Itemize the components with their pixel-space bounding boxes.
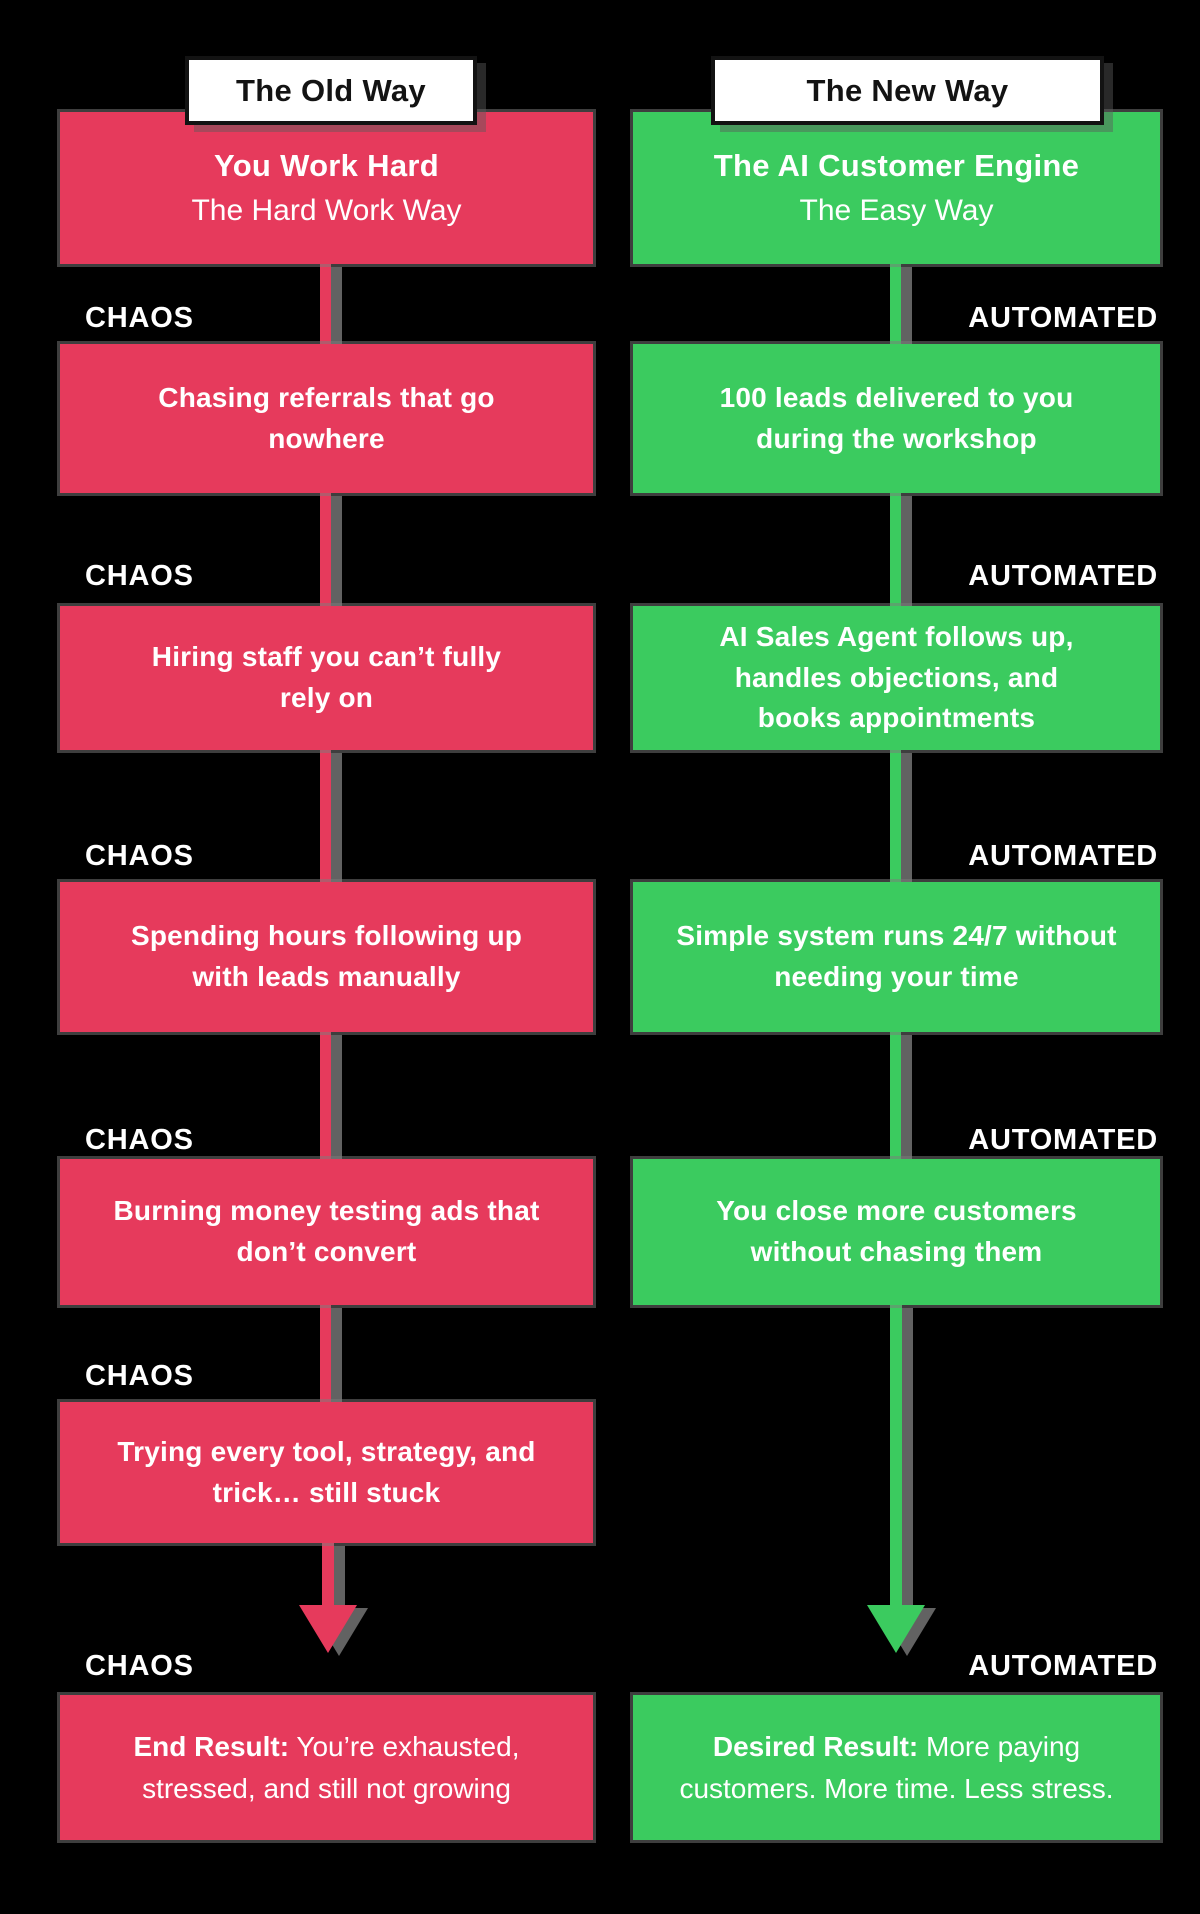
new-way-step-box: AI Sales Agent follows up, handles objec… bbox=[633, 606, 1160, 750]
step-text: Trying every tool, strategy, and trick… … bbox=[117, 1435, 536, 1508]
new-way-step-box: You close more customers without chasing… bbox=[633, 1159, 1160, 1305]
end-result-lead: End Result: bbox=[133, 1730, 290, 1762]
desired-result-line2: customers. More time. Less stress. bbox=[679, 1772, 1114, 1804]
arrow-shaft bbox=[322, 1543, 334, 1607]
chaos-label: CHAOS bbox=[85, 1650, 194, 1682]
new-way-step-box: Simple system runs 24/7 without needing … bbox=[633, 882, 1160, 1032]
old-way-intro-box: You Work Hard The Hard Work Way bbox=[60, 112, 593, 264]
chaos-label: CHAOS bbox=[85, 1360, 194, 1392]
chaos-label: CHAOS bbox=[85, 560, 194, 592]
new-way-intro-box: The AI Customer Engine The Easy Way bbox=[633, 112, 1160, 264]
connector-line bbox=[320, 1032, 331, 1159]
old-way-intro-subtitle: The Hard Work Way bbox=[191, 194, 462, 227]
end-result-line2: stressed, and still not growing bbox=[142, 1772, 511, 1804]
chaos-label: CHAOS bbox=[85, 840, 194, 872]
automated-label: AUTOMATED bbox=[968, 1650, 1158, 1682]
arrow-head bbox=[867, 1605, 925, 1653]
connector-line bbox=[890, 264, 901, 344]
step-text: Simple system runs 24/7 without needing … bbox=[676, 920, 1117, 992]
new-way-header: The New Way bbox=[711, 56, 1104, 125]
desired-result-text: Desired Result: More paying customers. M… bbox=[665, 1726, 1127, 1810]
arrow-shaft bbox=[890, 1305, 902, 1607]
arrow-head bbox=[299, 1605, 357, 1653]
old-way-step-box: Trying every tool, strategy, and trick… … bbox=[60, 1402, 593, 1543]
down-arrow-icon bbox=[298, 1543, 358, 1653]
automated-label: AUTOMATED bbox=[968, 302, 1158, 334]
step-text: Burning money testing ads that don’t con… bbox=[113, 1195, 540, 1267]
connector-line bbox=[890, 1032, 901, 1159]
end-result-line1: You’re exhausted, bbox=[296, 1730, 520, 1762]
connector-line bbox=[890, 750, 901, 882]
old-way-step-box: Chasing referrals that go nowhere bbox=[60, 344, 593, 493]
connector-line bbox=[320, 1305, 331, 1402]
desired-result-box: Desired Result: More paying customers. M… bbox=[633, 1695, 1160, 1840]
end-result-box: End Result: You’re exhausted, stressed, … bbox=[60, 1695, 593, 1840]
connector-line bbox=[890, 493, 901, 606]
old-way-step-box: Burning money testing ads that don’t con… bbox=[60, 1159, 593, 1305]
step-text: Hiring staff you can’t fully rely on bbox=[151, 641, 502, 713]
new-way-intro-subtitle: The Easy Way bbox=[799, 194, 994, 227]
automated-label: AUTOMATED bbox=[968, 560, 1158, 592]
desired-result-lead: Desired Result: bbox=[712, 1730, 919, 1762]
connector-line bbox=[320, 264, 331, 344]
step-text: You close more customers without chasing… bbox=[716, 1195, 1077, 1267]
connector-line bbox=[320, 493, 331, 606]
chaos-label: CHAOS bbox=[85, 302, 194, 334]
chaos-label: CHAOS bbox=[85, 1124, 194, 1156]
connector-line bbox=[320, 750, 331, 882]
old-way-intro-title: You Work Hard bbox=[214, 148, 439, 183]
step-text: Chasing referrals that go nowhere bbox=[158, 381, 495, 454]
step-text: AI Sales Agent follows up, handles objec… bbox=[719, 621, 1074, 734]
step-text: Spending hours following up with leads m… bbox=[130, 920, 523, 992]
down-arrow-icon bbox=[866, 1305, 926, 1653]
step-text: 100 leads delivered to you during the wo… bbox=[719, 381, 1074, 454]
automated-label: AUTOMATED bbox=[968, 840, 1158, 872]
new-way-step-box: 100 leads delivered to you during the wo… bbox=[633, 344, 1160, 493]
old-way-header: The Old Way bbox=[185, 56, 477, 125]
automated-label: AUTOMATED bbox=[968, 1124, 1158, 1156]
old-way-step-box: Hiring staff you can’t fully rely on bbox=[60, 606, 593, 750]
end-result-text: End Result: You’re exhausted, stressed, … bbox=[120, 1726, 534, 1810]
new-way-intro-title: The AI Customer Engine bbox=[713, 148, 1080, 183]
old-way-step-box: Spending hours following up with leads m… bbox=[60, 882, 593, 1032]
desired-result-line1: More paying bbox=[926, 1730, 1081, 1762]
